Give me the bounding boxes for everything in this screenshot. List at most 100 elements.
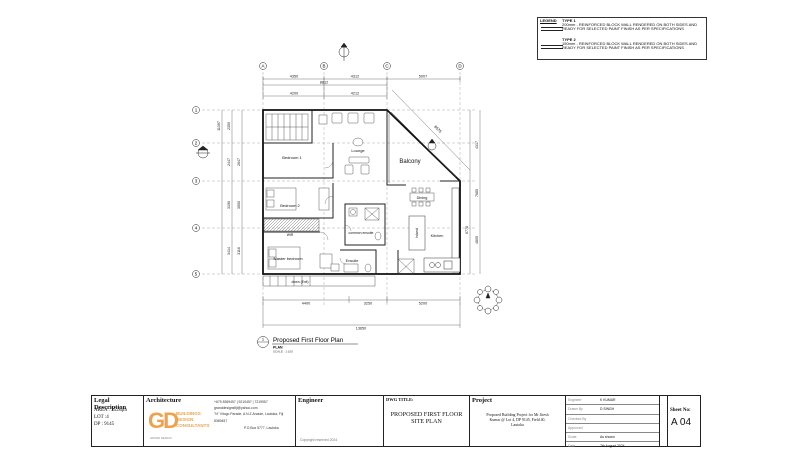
info-label: Scale [568, 435, 577, 440]
plan-title-text: Proposed First Floor Plan [273, 337, 344, 344]
legal-dp: DP : 9145 [94, 422, 115, 427]
info-label: Drawn By [568, 407, 583, 412]
exterior-walls [262, 109, 461, 275]
company-logo: GD BUILDINGS DESIGN CONSULTANTS GRAND DE… [148, 408, 209, 442]
legal-area: AREA : 352sqm [94, 408, 128, 413]
svg-text:4805: 4805 [475, 236, 479, 244]
architecture-cell: Architecture GD BUILDINGS DESIGN CONSULT… [144, 396, 296, 446]
bed-master-icon [267, 246, 333, 270]
dwg-title-cell: DWG TITLE: PROPOSED FIRST FLOOR SITE PLA… [384, 396, 470, 446]
svg-text:2350: 2350 [227, 122, 231, 130]
svg-text:3: 3 [195, 179, 198, 184]
wardrobe-icon [263, 218, 320, 232]
info-label: Checked By [568, 416, 587, 421]
svg-text:4317: 4317 [475, 141, 479, 149]
grid-bubble-c: C [383, 62, 391, 70]
svg-text:5: 5 [195, 272, 198, 277]
logo-letters: GD [148, 408, 179, 433]
grid-column-bubbles: A B C D [259, 62, 464, 70]
contact-mobile: 8369457 [214, 419, 228, 423]
grid-bubble-d: D [456, 62, 464, 70]
dining-table-icon [409, 187, 435, 207]
info-label: Approved [568, 425, 583, 430]
svg-text:5007: 5007 [419, 75, 427, 79]
info-label: Date [568, 444, 576, 449]
grid-bubble-2: 2 [192, 139, 200, 147]
project-heading: Project [472, 397, 493, 404]
grid-bubble-3: 3 [192, 177, 200, 185]
svg-text:3414: 3414 [227, 247, 231, 255]
svg-text:13650: 13650 [356, 327, 367, 331]
section-marker-left-icon [196, 145, 210, 159]
logo-text-line: CONSULTANTS [176, 423, 210, 428]
dimension-diagonal: 6575 [391, 89, 471, 171]
contact-phone: +679 8369457 | 9210457 | 7219957 [214, 400, 268, 404]
logo-tagline: GRAND DESIGN [150, 436, 172, 440]
contact-pobox: P.O.Box 5777, Lautoka [244, 426, 279, 430]
room-wir-label: WIR [287, 233, 294, 237]
contact-email: granddesignsfiji@yahoo.com [214, 406, 258, 410]
svg-text:SCALE : 1:100: SCALE : 1:100 [273, 350, 293, 354]
engineer-heading: Engineer [298, 397, 324, 404]
svg-text:1: 1 [195, 108, 198, 113]
svg-text:3116: 3116 [237, 247, 241, 255]
sofa-icon [318, 112, 375, 125]
svg-text:PLAN: PLAN [273, 346, 283, 350]
dwg-title-line: SITE PLAN [411, 418, 442, 425]
compass-icon [473, 285, 503, 315]
info-label: Engineer [568, 398, 582, 402]
project-desc-line: Lautoka [511, 423, 524, 427]
north-arrow-top-icon [338, 42, 350, 61]
dimensions-top [262, 76, 461, 99]
grid-row-bubbles: 1 2 3 4 5 [192, 106, 200, 278]
svg-text:2: 2 [195, 141, 198, 146]
grid-bubble-4: 4 [192, 224, 200, 232]
legend-type2-desc: 150mm - REINFORCED BLOCK WALL RENDERED O… [562, 41, 698, 51]
project-cell: Project Proposed Building Project for Mr… [470, 396, 566, 446]
legend-type1-swatch [541, 27, 563, 31]
svg-text:6778: 6778 [465, 226, 469, 234]
info-value: As shown [600, 435, 615, 440]
engineer-cell: Engineer Copyright reserved 2024 [296, 396, 384, 446]
svg-text:3190: 3190 [227, 201, 231, 209]
section-marker-right-icon [427, 138, 437, 151]
svg-text:3250: 3250 [364, 302, 372, 306]
legend-title: LEGEND [540, 18, 557, 23]
svg-text:4: 4 [195, 226, 198, 231]
dimension-labels-top: 4350 4312 5007 8812 4200 4212 [290, 75, 427, 96]
svg-text:7685: 7685 [475, 189, 479, 197]
svg-text:4312: 4312 [351, 75, 359, 79]
svg-text:5200: 5200 [419, 302, 427, 306]
legal-description-cell: Legal Description AREA : 352sqm LOT :4 D… [92, 396, 144, 446]
svg-text:4212: 4212 [351, 92, 359, 96]
svg-text:2447: 2447 [227, 158, 231, 166]
room-bedroom1-label: Bedroom 1 [282, 155, 302, 160]
stair-icon [265, 113, 309, 141]
stair-void-icon [397, 258, 415, 275]
room-bedroom2-label: Bedroom 2 [280, 203, 300, 208]
legend-type1-label: TYPE 1 [562, 18, 576, 23]
balcony-railing [388, 111, 457, 183]
exit-stair-icon [262, 275, 376, 287]
legend-box: LEGEND TYPE 1 200mm - REINFORCED BLOCK W… [537, 17, 707, 60]
grid-bubble-5: 5 [192, 270, 200, 278]
logo-text-line: BUILDINGS [176, 411, 201, 416]
plan-title: 1 Proposed First Floor Plan PLAN SCALE :… [257, 336, 358, 354]
title-block: Legal Description AREA : 352sqm LOT :4 D… [91, 395, 701, 449]
ensuite-fixtures-icon [330, 263, 372, 273]
bed-bedroom2-icon [265, 187, 330, 211]
dimensions-bottom [262, 296, 461, 328]
room-lounge-label: Lounge [351, 148, 365, 153]
engineer-note: Copyright reserved 2024 [300, 438, 338, 442]
kitchen-island-icon [408, 215, 426, 251]
svg-text:4350: 4350 [290, 75, 298, 79]
dwg-title-line: PROPOSED FIRST FLOOR [390, 411, 463, 418]
room-dining-label: Dining [417, 196, 428, 200]
room-kitchen-label: Kitchen [431, 234, 444, 238]
svg-text:A: A [261, 64, 264, 69]
svg-text:6575: 6575 [433, 125, 442, 134]
dimensions-left [221, 110, 243, 274]
room-balcony-label: Balcony [399, 159, 420, 165]
